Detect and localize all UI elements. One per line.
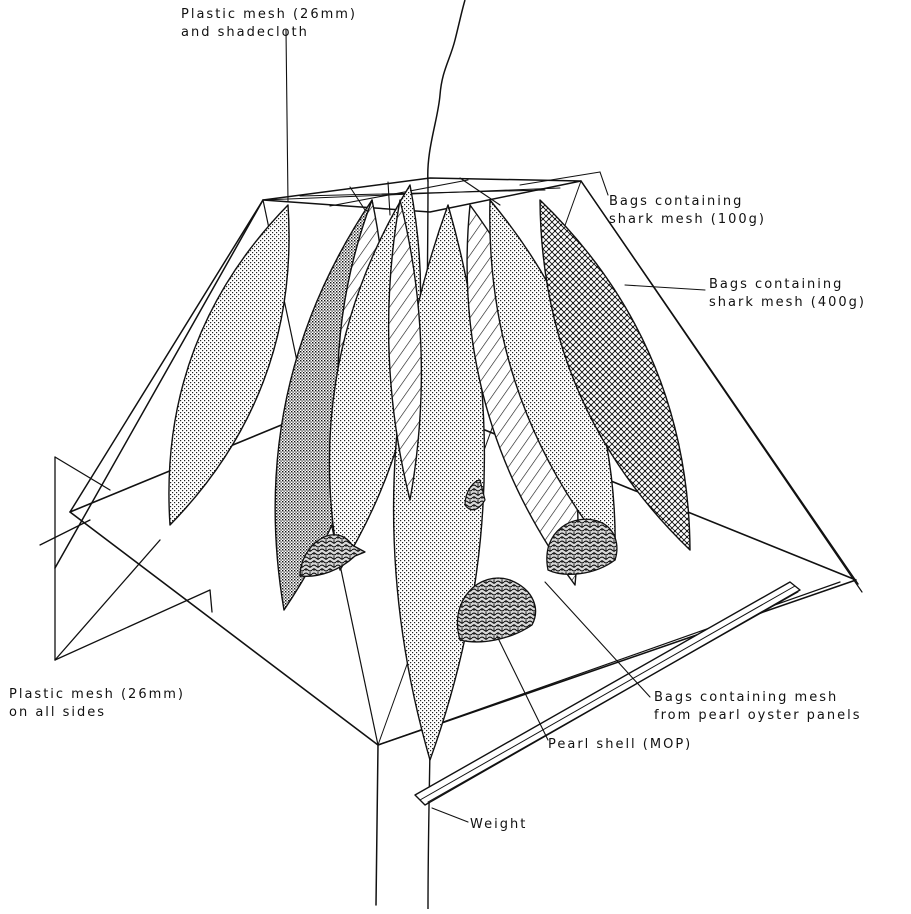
weight-label: Weight <box>470 816 527 834</box>
top-mesh-label-line-1: Plastic mesh (26mm) <box>181 6 357 24</box>
pearl-panels-label: Bags containing mesh from pearl oyster p… <box>654 689 862 725</box>
leader-pearl-panels <box>545 582 650 697</box>
suspension-rope <box>428 0 465 182</box>
leader-shark-100g <box>520 172 600 185</box>
pearl-panels-label-line-2: from pearl oyster panels <box>654 707 862 725</box>
shark-mesh-100g-label: Bags containing shark mesh (100g) <box>609 193 766 229</box>
shark-mesh-100g-label-line-2: shark mesh (100g) <box>609 211 766 229</box>
side-mesh-label-line-1: Plastic mesh (26mm) <box>9 686 185 704</box>
shark-mesh-400g-label-line-2: shark mesh (400g) <box>709 294 866 312</box>
bag-stipple-left <box>169 205 289 525</box>
shark-mesh-400g-label-line-1: Bags containing <box>709 276 866 294</box>
front-post <box>376 745 378 905</box>
top-mesh-label: Plastic mesh (26mm) and shadecloth <box>181 6 357 42</box>
side-panel-left-mid <box>40 520 90 545</box>
leader-shark-100g-2 <box>600 172 608 195</box>
top-grid-line-3 <box>388 182 390 215</box>
leader-shark-400g <box>625 285 705 290</box>
side-mesh-label-line-2: on all sides <box>9 704 185 722</box>
top-mesh-label-line-2: and shadecloth <box>181 24 357 42</box>
side-panel-left-diag-2 <box>55 540 160 660</box>
leader-top-mesh <box>286 30 288 202</box>
shark-mesh-400g-label: Bags containing shark mesh (400g) <box>709 276 866 312</box>
leader-weight <box>432 808 468 822</box>
side-panel-left-diag <box>55 590 210 660</box>
pearl-panels-label-line-1: Bags containing mesh <box>654 689 862 707</box>
side-panel-tick <box>210 590 212 612</box>
shark-mesh-100g-label-line-1: Bags containing <box>609 193 766 211</box>
side-mesh-label: Plastic mesh (26mm) on all sides <box>9 686 185 722</box>
pearl-shell-label: Pearl shell (MOP) <box>548 736 692 754</box>
